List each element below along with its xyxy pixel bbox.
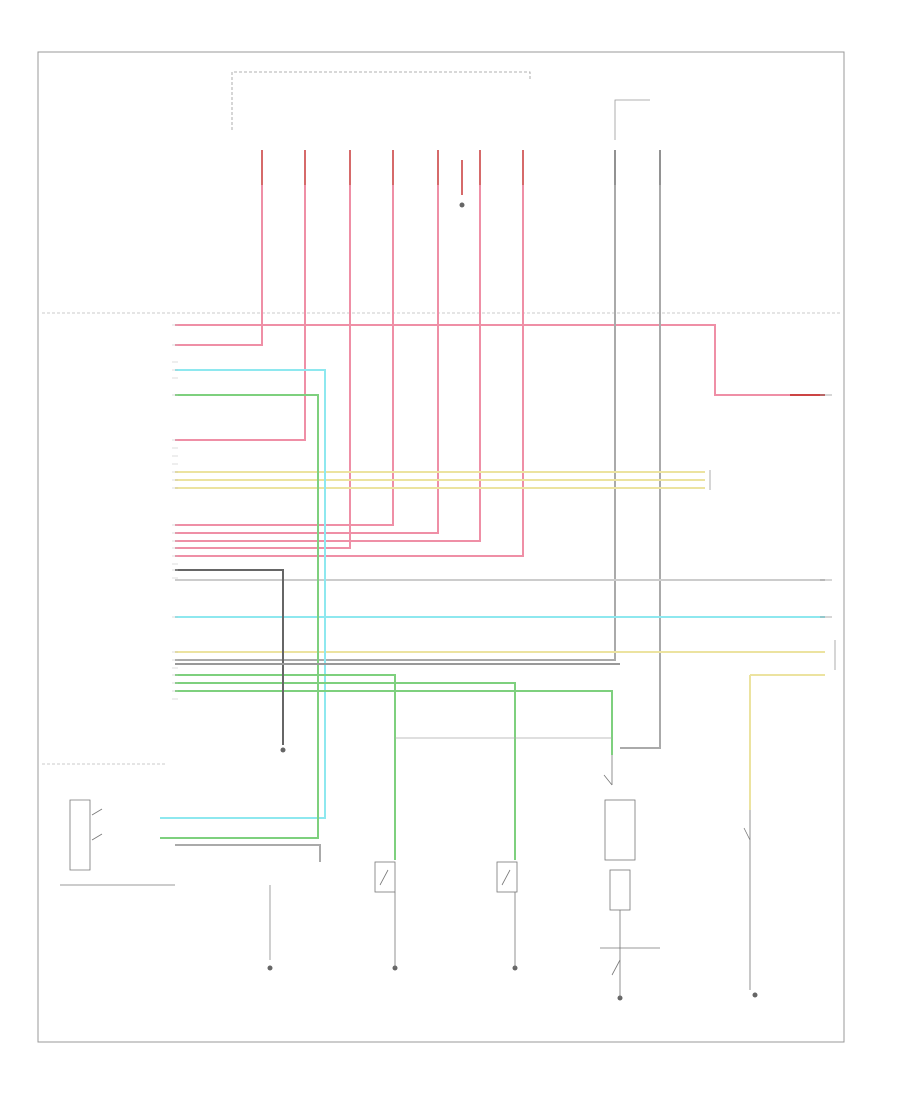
wire-dark-1: [175, 569, 284, 745]
door-jamb-switch: [603, 755, 613, 786]
lock-actuator-right: [496, 861, 518, 968]
wire-green-1: [160, 394, 319, 839]
fuse-block-bracket: [231, 71, 531, 130]
fuse-block-bracket-right: [614, 99, 650, 140]
fuse-connectors: [261, 150, 524, 195]
lock-actuator-left: [374, 861, 396, 968]
ground-dot-5: [752, 992, 758, 998]
splice-dot-1: [280, 747, 286, 753]
pink-vertical-wires: [175, 185, 524, 557]
wire-gray-1: [175, 185, 616, 661]
wire-fuse-6: [175, 185, 481, 542]
connector-stubs: [267, 202, 758, 1001]
yellow-wires: [175, 471, 825, 810]
relay-box: [600, 799, 660, 998]
wire-dark-3: [175, 844, 321, 862]
gray-fuse-connectors: [614, 150, 661, 185]
wire-fuse-4: [175, 185, 394, 526]
wire-cyan-1: [160, 369, 326, 819]
wire-fuse-1: [175, 185, 263, 346]
wire-fuse-7: [175, 185, 524, 557]
headlight-switch: [60, 799, 175, 886]
ground-dot-1: [267, 965, 273, 971]
wire-main-feed: [175, 324, 825, 396]
passenger-switch: [743, 810, 751, 990]
wire-fuse-3: [175, 185, 351, 549]
wire-fuse-2: [175, 185, 306, 441]
wire-green-4: [175, 690, 613, 755]
green-wires: [160, 394, 613, 860]
wire-gray-2: [620, 185, 661, 749]
right-connectors: [709, 394, 836, 670]
cyan-wires: [160, 369, 825, 819]
splice-dot-2: [459, 202, 465, 208]
wire-green-3: [175, 682, 516, 860]
harness-pins: [172, 324, 178, 700]
wire-green-2: [175, 674, 396, 860]
diagram-frame: [37, 51, 845, 1043]
wire-fuse-5: [175, 185, 439, 534]
